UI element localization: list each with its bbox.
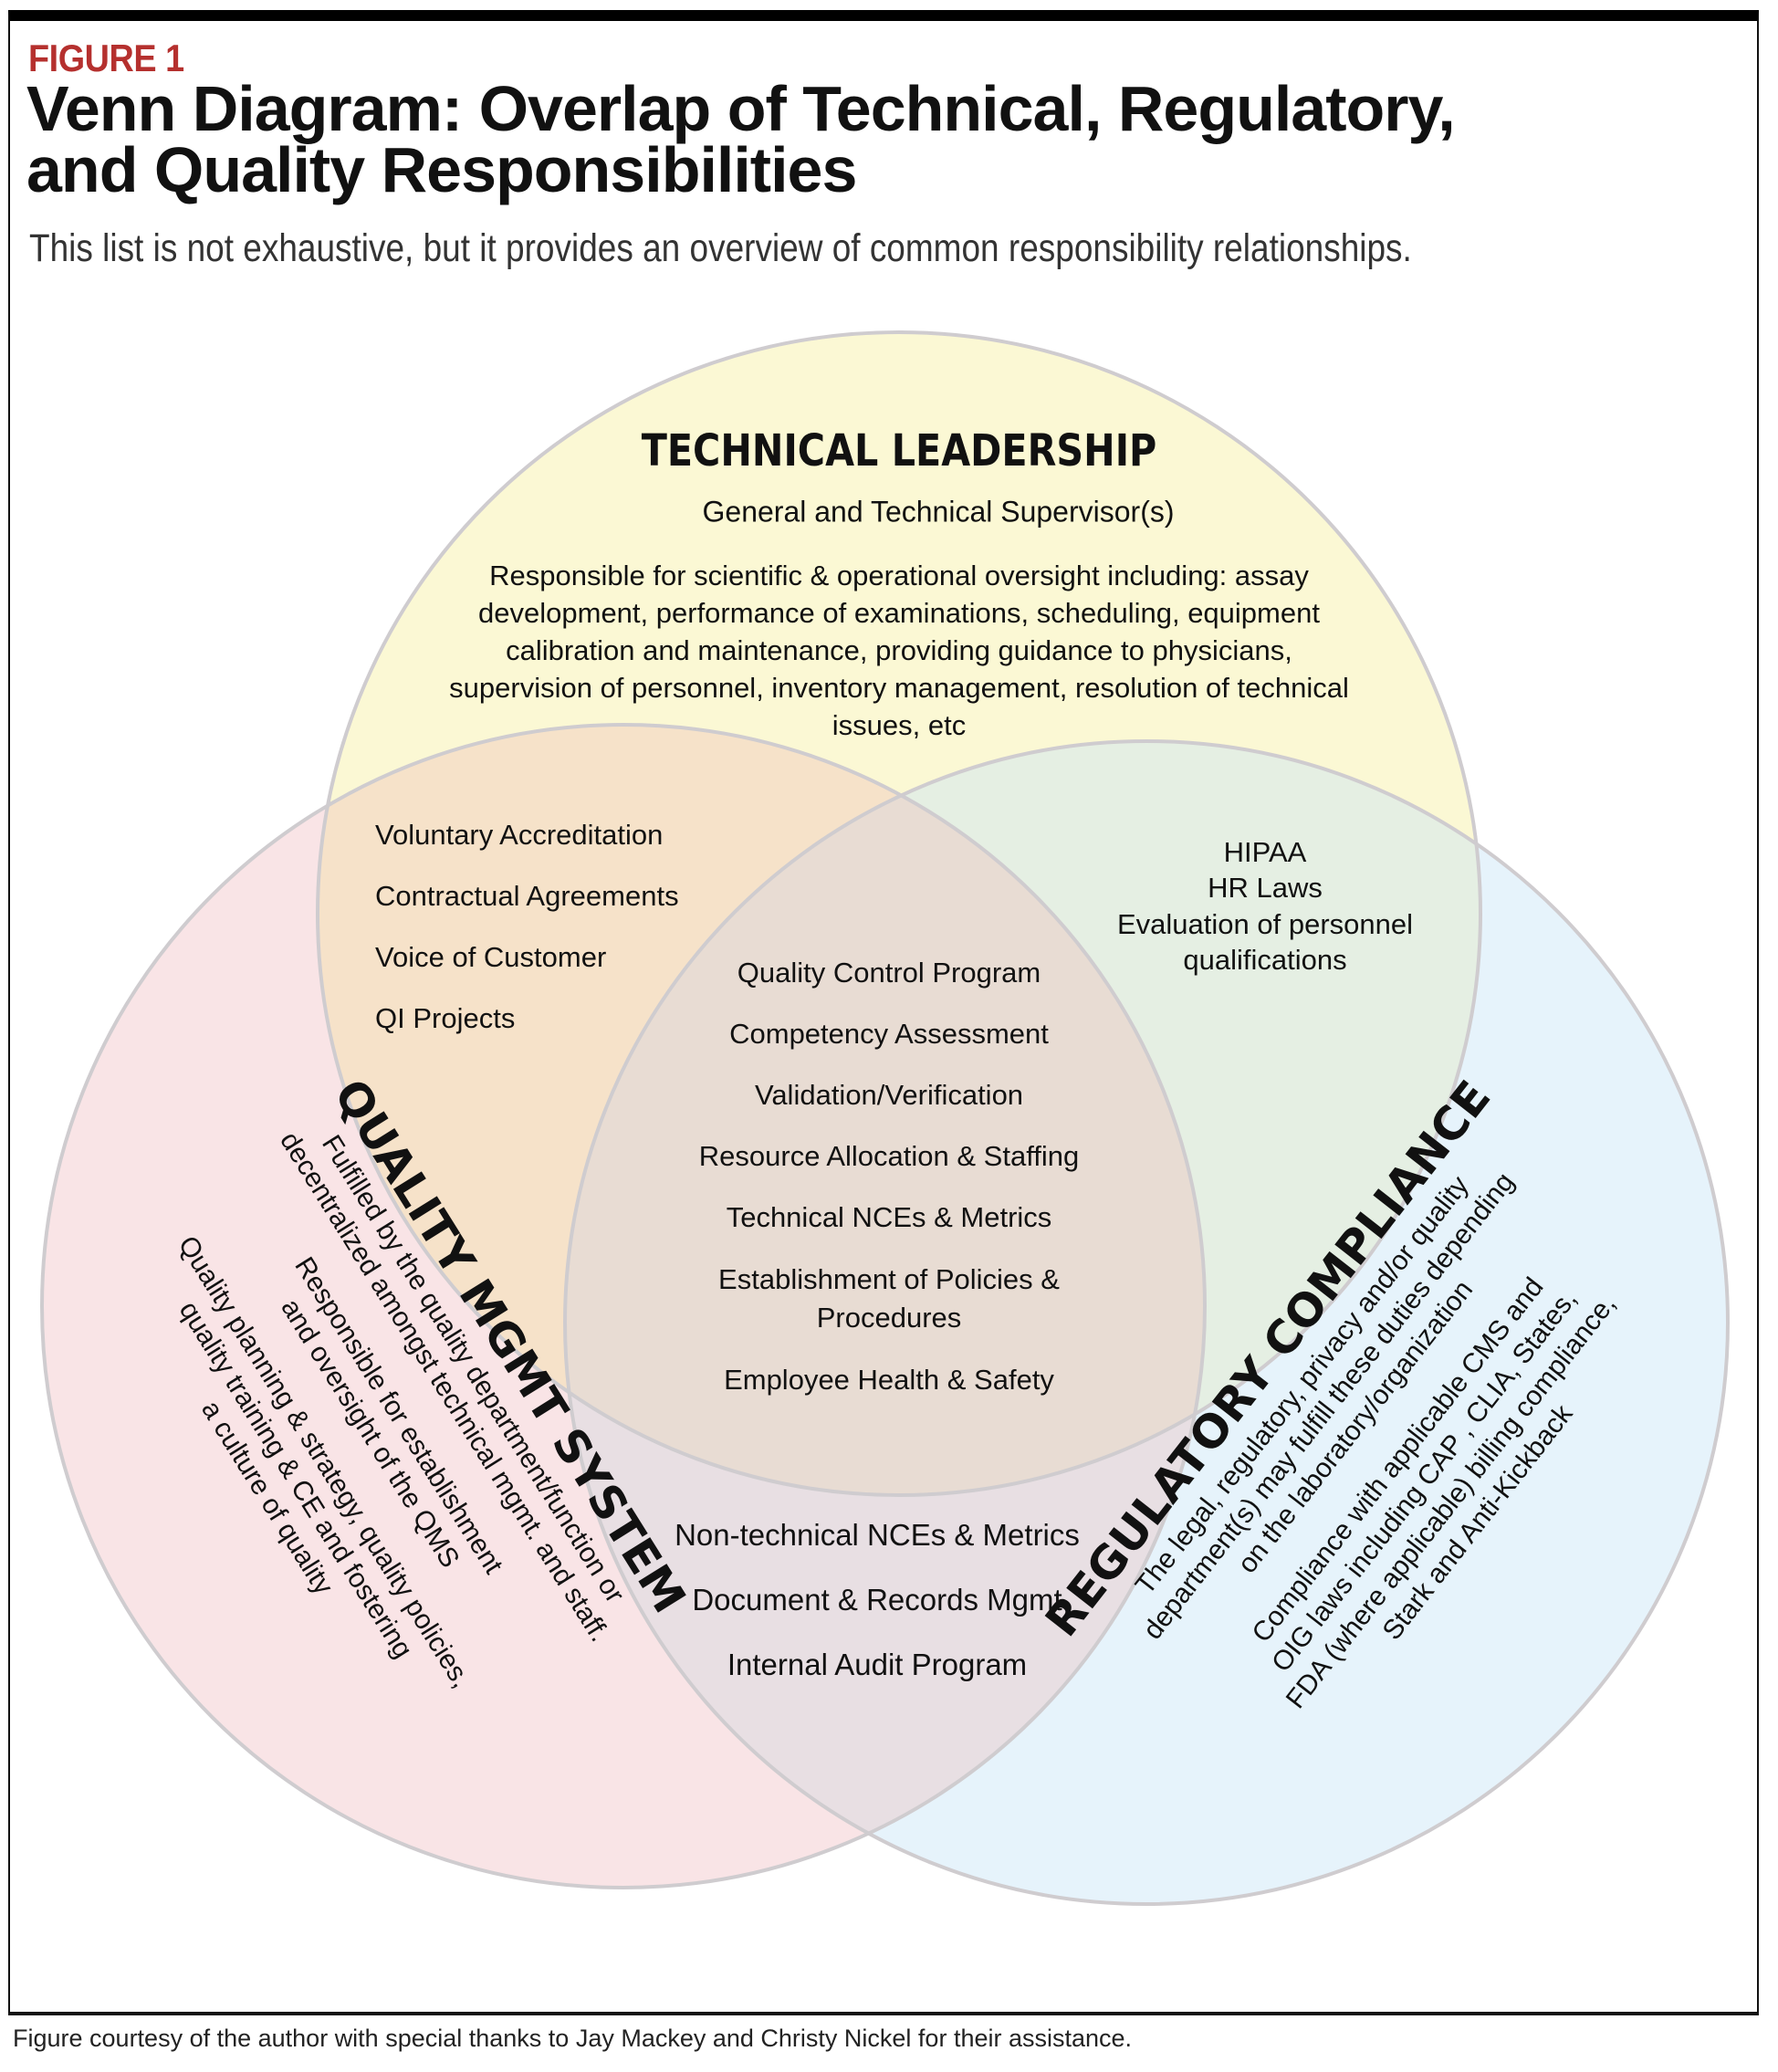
technical-description-line: Responsible for scientific & operational…	[489, 560, 1309, 591]
technical-description-line: development, performance of examinations…	[478, 597, 1320, 629]
technical-description-line: issues, etc	[831, 709, 967, 741]
overlap-center-item: Technical NCEs & Metrics	[726, 1201, 1052, 1233]
overlap-quality-regulatory-item: Document & Records Mgmt	[692, 1583, 1062, 1617]
technical-description-line: supervision of personnel, inventory mana…	[449, 672, 1349, 704]
overlap-tech-regulatory-item: Evaluation of personnel	[1116, 908, 1414, 940]
overlap-tech-quality-item: Contractual Agreements	[375, 880, 679, 912]
overlap-tech-quality-item: QI Projects	[375, 1002, 516, 1034]
title-line-1: Venn Diagram: Overlap of Technical, Regu…	[26, 73, 1456, 144]
overlap-tech-quality-item: Voice of Customer	[375, 941, 607, 973]
figure-credit: Figure courtesy of the author with speci…	[13, 2025, 1133, 2052]
quality-circle-outline	[40, 723, 1207, 1889]
overlap-quality-regulatory-item: Internal Audit Program	[727, 1648, 1028, 1681]
overlap-tech-quality-item: Voluntary Accreditation	[375, 819, 664, 851]
overlap-center-item: Quality Control Program	[737, 957, 1041, 989]
figure-label: FIGURE 1	[28, 37, 184, 79]
overlap-tech-regulatory-item: HR Laws	[1208, 872, 1323, 904]
center-overlap	[565, 741, 1205, 1495]
overlap-tech-regulatory-item: qualifications	[1183, 944, 1347, 976]
figure-frame	[8, 10, 1759, 2015]
overlap-tech-regulatory-item: HIPAA	[1223, 836, 1307, 868]
title-line-2: and Quality Responsibilities	[26, 134, 857, 205]
overlap-center-item: Establishment of Policies &	[718, 1263, 1060, 1295]
overlap-quality-regulatory-item: Non-technical NCEs & Metrics	[675, 1518, 1080, 1552]
overlap-center-item: Validation/Verification	[754, 1079, 1024, 1111]
overlap-center-item: Employee Health & Safety	[724, 1364, 1054, 1396]
regulatory-circle-outline	[563, 739, 1730, 1906]
overlap-center-item: Competency Assessment	[729, 1018, 1049, 1050]
technical-heading: TECHNICAL LEADERSHIP	[641, 425, 1157, 476]
overlap-center-item: Procedures	[816, 1302, 962, 1334]
technical-circle-outline	[316, 330, 1482, 1497]
technical-role: General and Technical Supervisor(s)	[702, 495, 1175, 528]
figure-subtitle: This list is not exhaustive, but it prov…	[29, 226, 1412, 270]
technical-description-line: calibration and maintenance, providing g…	[506, 634, 1292, 666]
overlap-center-item: Resource Allocation & Staffing	[698, 1140, 1080, 1172]
figure-title: Venn Diagram: Overlap of Technical, Regu…	[26, 73, 1456, 205]
